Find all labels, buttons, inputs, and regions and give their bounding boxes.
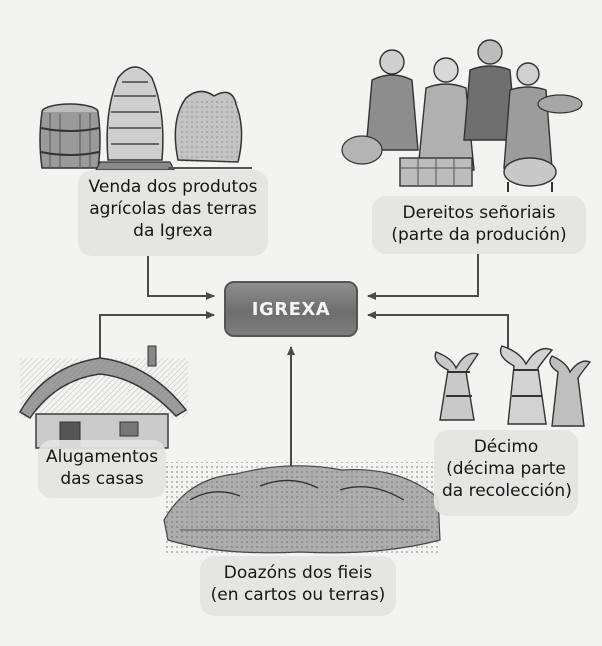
igrexa-node: IGREXA bbox=[224, 281, 358, 337]
arrow-decimo-to-igrexa bbox=[367, 311, 509, 356]
decimo-line-1: Décimo bbox=[473, 437, 539, 457]
venda-line-1: Venda dos produtos bbox=[88, 177, 258, 197]
dereitos-line-2: (parte da produción) bbox=[391, 225, 567, 245]
doazons-label-box: Doazóns dos fieis (en cartos ou terras) bbox=[200, 556, 396, 616]
peasants-with-produce-icon bbox=[341, 39, 583, 192]
venda-label-box: Venda dos produtos agrícolas das terras … bbox=[78, 170, 268, 256]
venda-line-2: agrícolas das terras bbox=[89, 199, 257, 219]
venda-illustration bbox=[39, 66, 252, 171]
field-land-icon bbox=[163, 462, 441, 556]
decimo-label-box: Décimo (décima parte da recolección) bbox=[434, 430, 578, 516]
dereitos-line-1: Dereitos señoriais bbox=[402, 203, 556, 223]
decimo-line-2: (décima parte bbox=[446, 459, 566, 479]
arrow-alugamentos-to-igrexa bbox=[99, 311, 215, 368]
barrel-icon bbox=[39, 103, 101, 169]
wheat-sheaves-icon bbox=[434, 345, 592, 427]
beehive-icon bbox=[95, 66, 175, 171]
arrow-venda-to-igrexa bbox=[147, 256, 215, 300]
igrexa-label: IGREXA bbox=[251, 298, 331, 320]
alugamentos-line-1: Alugamentos bbox=[46, 447, 159, 467]
decimo-line-3: da recolección) bbox=[442, 481, 572, 501]
alugamentos-line-2: das casas bbox=[60, 469, 144, 489]
grain-sack-icon bbox=[168, 90, 252, 169]
doazons-line-1: Doazóns dos fieis bbox=[223, 563, 373, 583]
dereitos-label-box: Dereitos señoriais (parte da produción) bbox=[372, 196, 586, 254]
alugamentos-label-box: Alugamentos das casas bbox=[38, 440, 166, 498]
venda-line-3: da Igrexa bbox=[133, 221, 213, 241]
doazons-line-2: (en cartos ou terras) bbox=[210, 585, 386, 605]
arrow-dereitos-to-igrexa bbox=[367, 252, 479, 300]
